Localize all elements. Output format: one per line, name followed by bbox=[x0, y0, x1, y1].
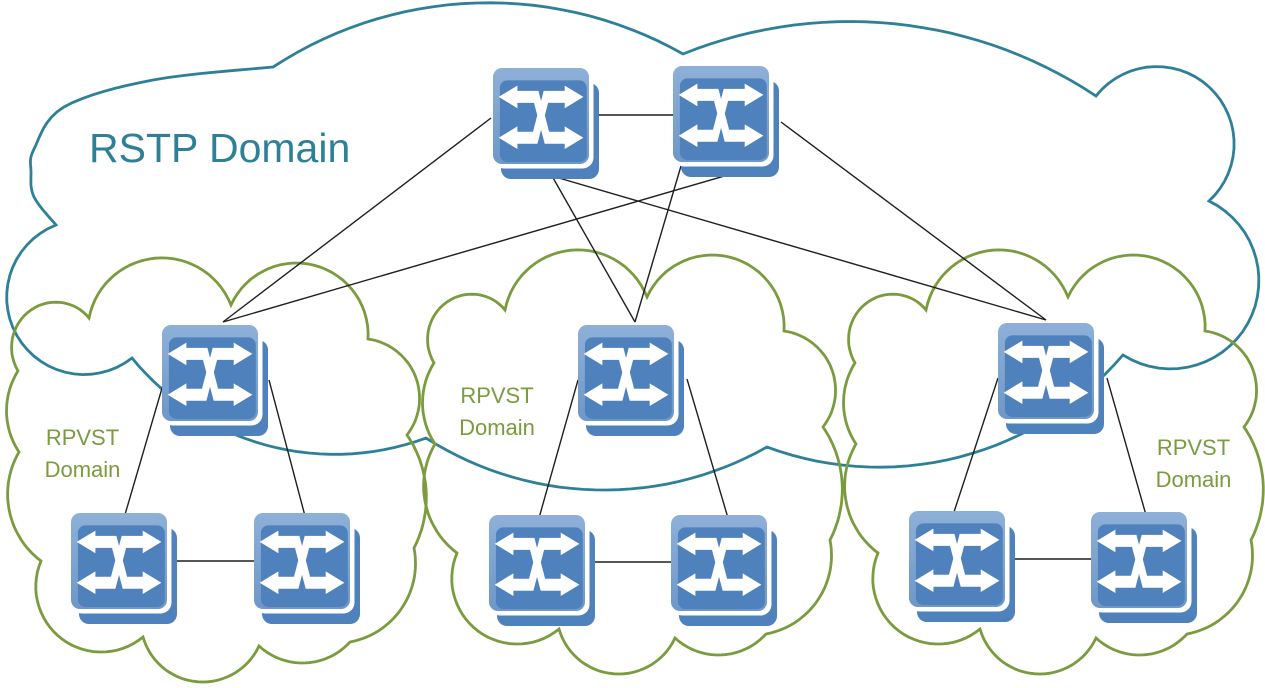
svg-text:RPVST: RPVST bbox=[46, 425, 119, 450]
svg-text:Domain: Domain bbox=[45, 457, 121, 482]
svg-text:RPVST: RPVST bbox=[460, 383, 533, 408]
svg-text:RPVST: RPVST bbox=[1157, 435, 1230, 460]
svg-text:RSTP Domain: RSTP Domain bbox=[89, 125, 350, 171]
svg-text:Domain: Domain bbox=[459, 415, 535, 440]
svg-text:Domain: Domain bbox=[1156, 467, 1232, 492]
